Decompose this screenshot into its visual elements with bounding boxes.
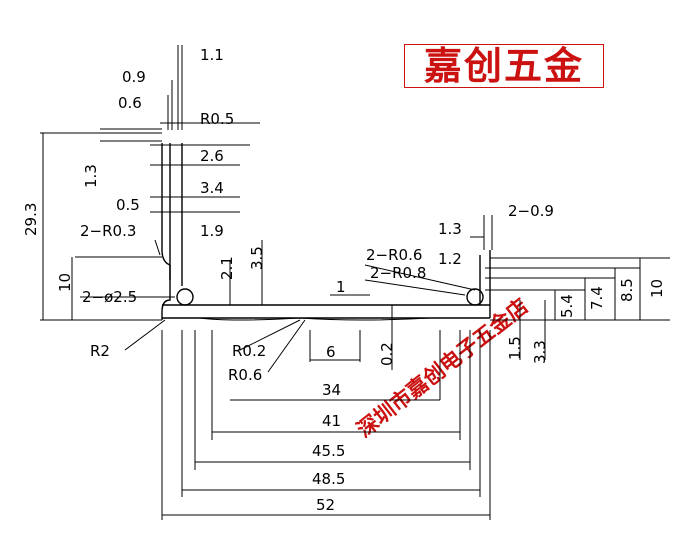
- dim-r0-6: R0.6: [228, 366, 262, 384]
- dim-1-3-right: 1.3: [438, 220, 462, 238]
- dim-2-1: 2.1: [218, 256, 236, 280]
- dim-10-left: 10: [56, 273, 74, 292]
- dim-48-5: 48.5: [312, 470, 345, 488]
- dim-52: 52: [316, 496, 335, 514]
- dim-0-5: 0.5: [116, 196, 140, 214]
- right-extension-lines: [470, 215, 670, 360]
- dim-2-r0-8: 2−R0.8: [370, 264, 426, 282]
- dim-8-5: 8.5: [618, 278, 636, 302]
- dim-2-0-9: 2−0.9: [508, 202, 554, 220]
- dim-1-2: 1.2: [438, 250, 462, 268]
- brand-logo: 嘉创五金: [404, 44, 604, 88]
- dim-3-4: 3.4: [200, 179, 224, 197]
- dim-0-9: 0.9: [122, 68, 146, 86]
- dim-0-6: 0.6: [118, 94, 142, 112]
- dim-2-dia-2-5: 2−ø2.5: [82, 288, 137, 306]
- dim-r2: R2: [90, 342, 110, 360]
- dim-29-3: 29.3: [22, 203, 40, 236]
- dim-45-5: 45.5: [312, 442, 345, 460]
- dim-34: 34: [322, 381, 341, 399]
- dim-2-r0-3: 2−R0.3: [80, 222, 136, 240]
- dim-2-r0-6: 2−R0.6: [366, 246, 422, 264]
- bottom-dimension-lines: [162, 305, 490, 516]
- dim-41: 41: [322, 412, 341, 430]
- dim-3-5: 3.5: [248, 246, 266, 270]
- left-extension-lines: [40, 45, 263, 321]
- dim-3-3: 3.3: [531, 340, 549, 364]
- profile-outline: [161, 143, 491, 520]
- dim-0-2: 0.2: [378, 342, 396, 366]
- dim-1: 1: [336, 278, 346, 296]
- leader-lines: [80, 122, 476, 373]
- dim-r0-5: R0.5: [200, 110, 234, 128]
- dimension-labels: 1.1 0.9 0.6 R0.5 1.3 2.6 29.3 3.4 0.5 2−…: [22, 46, 666, 514]
- dim-1-3-left: 1.3: [82, 164, 100, 188]
- dim-10-right: 10: [648, 279, 666, 298]
- dim-2-6: 2.6: [200, 147, 224, 165]
- dim-6: 6: [326, 343, 336, 361]
- dim-1-5: 1.5: [506, 336, 524, 360]
- dim-5-4: 5.4: [558, 294, 576, 318]
- dim-1-1: 1.1: [200, 46, 224, 64]
- dim-1-9: 1.9: [200, 222, 224, 240]
- dim-r0-2: R0.2: [232, 342, 266, 360]
- dim-7-4: 7.4: [588, 286, 606, 310]
